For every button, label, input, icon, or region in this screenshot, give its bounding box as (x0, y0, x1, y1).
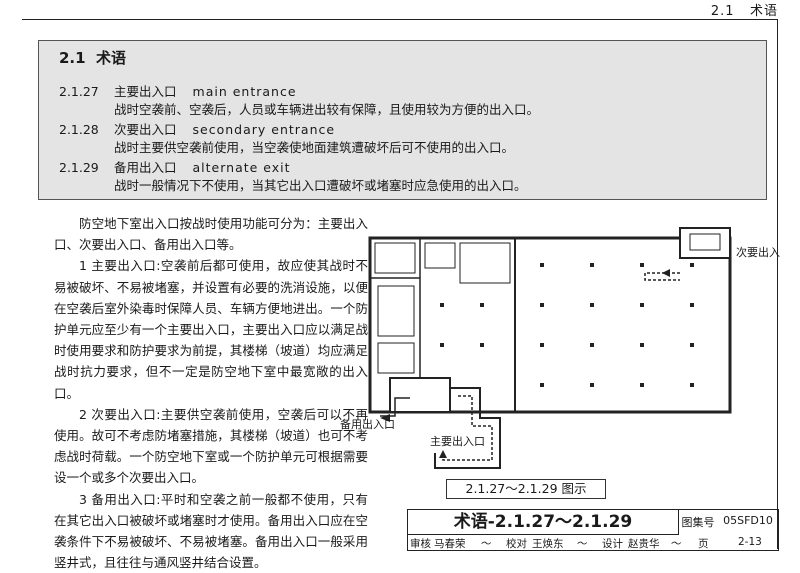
signature-row: 审核 马春荣 ～ 校对 王焕东 ～ 设计 赵贵华 ～ 页 2-13 (408, 535, 778, 550)
header-title: 术语 (749, 4, 778, 19)
reviewer-name: 马春荣 (434, 538, 466, 550)
page-number: 2-13 (738, 536, 762, 548)
checker-signature: ～ (576, 538, 587, 550)
paragraph-main-entrance: 1 主要出入口:空袭前后都可使用，故应使其战时不易被破坏、不易被堵塞，并设置有必… (54, 258, 368, 401)
designer-signature: ～ (670, 538, 681, 550)
atlas-number: 05SFD10 (723, 514, 773, 527)
label-secondary-entrance: 次要出入口 (736, 245, 780, 259)
page-label: 页 (698, 538, 709, 550)
label-main-entrance: 主要出入口 (430, 434, 485, 448)
review-label: 审核 (410, 538, 431, 550)
check-label: 校对 (506, 538, 527, 550)
header-section-number: 2.1 (710, 4, 735, 19)
explanation-text: 防空地下室出入口按战时使用功能可分为：主要出入口、次要出入口、备用出入口等。 1… (54, 213, 368, 573)
page-right-border (777, 19, 778, 549)
reviewer-signature: ～ (480, 538, 491, 550)
figure-caption: 2.1.27～2.1.29 图示 (446, 479, 606, 499)
floor-plan-drawing: 次要出入口 主要出入口 备用出入口 (340, 227, 780, 469)
section-title: 2.1 术语 (59, 49, 127, 67)
term-desc-2-1-28: 战时主要供空袭前使用，当空袭使地面建筑遭破坏后可不使用的出入口。 (114, 140, 515, 155)
drawing-title: 术语-2.1.27～2.1.29 (408, 510, 679, 535)
design-label: 设计 (602, 538, 623, 550)
label-alternate-exit: 备用出入口 (340, 417, 395, 431)
designer-name: 赵贵华 (628, 538, 660, 550)
checker-name: 王焕东 (532, 538, 564, 550)
atlas-number-label: 图集号 (681, 516, 715, 529)
drawing-title-block: 术语-2.1.27～2.1.29 图集号 05SFD10 审核 马春荣 ～ 校对… (407, 509, 779, 551)
paragraph-secondary-entrance: 2 次要出入口:主要供空袭前使用，空袭后可以不再使用。故可不考虑防堵塞措施，其楼… (54, 406, 368, 486)
term-desc-2-1-29: 战时一般情况下不使用，当其它出入口遭破坏或堵塞时应急使用的出入口。 (114, 178, 527, 193)
header-rule (22, 19, 778, 20)
page-header: 2.1 术语 (711, 0, 778, 19)
paragraph-alternate-exit: 3 备用出入口:平时和空袭之前一般都不使用，只有在其它出入口被破坏或堵塞时才使用… (54, 491, 368, 571)
paragraph-intro: 防空地下室出入口按战时使用功能可分为：主要出入口、次要出入口、备用出入口等。 (54, 216, 368, 253)
term-desc-2-1-27: 战时空袭前、空袭后，人员或车辆进出较有保障，且使用较为方便的出入口。 (114, 102, 540, 117)
